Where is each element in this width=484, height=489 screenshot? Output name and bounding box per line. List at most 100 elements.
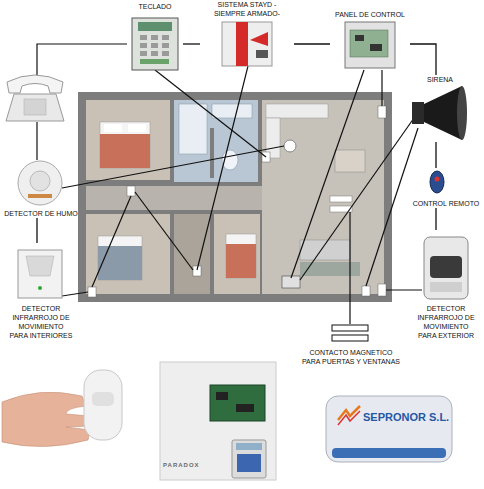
- keypad-screen: [138, 22, 172, 31]
- hall-floor: [86, 186, 262, 210]
- component-box: DETECTOR INFRARROJO DE MOVIMIENTO PARA I…: [2, 243, 80, 340]
- contact-part: [332, 325, 368, 331]
- leader-line: [300, 118, 414, 280]
- leader-line: [386, 289, 422, 290]
- keypad-screen: [236, 443, 262, 450]
- component-label: TECLADO: [138, 2, 171, 11]
- wire-connector: [294, 43, 330, 44]
- stayd-button: [256, 50, 268, 58]
- siren-box: [326, 396, 452, 462]
- stayd-band: [236, 22, 248, 66]
- washbasin: [212, 104, 252, 118]
- wire-connector: [410, 44, 436, 75]
- bed: [226, 234, 256, 278]
- chip: [355, 35, 364, 41]
- stayd-icon: [222, 22, 272, 66]
- detector-lens: [430, 256, 462, 278]
- detector-lens: [26, 256, 54, 276]
- component-label: DETECTOR DE HUMO: [4, 209, 77, 218]
- paradox-panel-photo: [160, 362, 276, 480]
- bed-blanket: [98, 246, 142, 280]
- bed-blanket: [226, 244, 256, 278]
- hand-photo: [2, 370, 122, 447]
- component-label: DETECTOR INFRARROJO DE MOVIMIENTO PARA I…: [9, 304, 74, 340]
- component-box: CONTACTO MAGNETICO PARA PUERTAS Y VENTAN…: [296, 320, 406, 366]
- magnetic-contact-icon: [332, 325, 368, 341]
- phone-handset: [7, 75, 63, 93]
- leader-line: [92, 196, 131, 287]
- sensor: [127, 186, 135, 196]
- wire-connector: [36, 218, 37, 243]
- component-box: DETECTOR DE HUMO: [0, 158, 82, 218]
- smoke-center: [30, 171, 50, 191]
- hand: [2, 392, 90, 446]
- chip: [236, 404, 254, 412]
- wire-connector: [183, 43, 200, 44]
- keypad-key: [151, 51, 158, 56]
- living-floor: [262, 100, 384, 294]
- interior-detector-icon: [18, 250, 62, 298]
- leader-line: [366, 128, 418, 286]
- bathtub: [179, 104, 207, 154]
- sensor: [378, 106, 386, 118]
- leader-line: [291, 70, 364, 278]
- keypad: [232, 440, 266, 478]
- circuit-board: [210, 385, 265, 421]
- detector-led: [38, 286, 42, 290]
- smoke-stripe: [28, 194, 52, 198]
- remote-icon: [430, 171, 444, 193]
- keypad-key: [151, 43, 158, 48]
- siren-band: [332, 448, 446, 458]
- phone-base: [6, 94, 64, 121]
- siren-horn: [424, 86, 462, 140]
- sensor: [362, 286, 370, 296]
- logo-mark: [338, 411, 360, 425]
- bedroom-floor: [86, 214, 170, 294]
- sensor: [193, 266, 201, 276]
- table: [335, 150, 365, 172]
- component-box: PANEL DE CONTROL: [330, 10, 410, 70]
- keypad-icon: [132, 18, 178, 70]
- wire-connector: [435, 142, 436, 168]
- circuit-board: [350, 30, 388, 57]
- remote-button: [435, 177, 440, 182]
- bed: [100, 122, 150, 168]
- logo-mark: [338, 406, 360, 420]
- smoke-sensor: [284, 140, 296, 152]
- brand-label: SEPRONOR S.L.: [363, 411, 449, 423]
- pillow: [128, 124, 146, 132]
- siren-mouth: [457, 86, 467, 140]
- component-label: SISTEMA STAYD -SIEMPRE ARMADO-: [207, 0, 287, 18]
- brand-label: PARADOX: [163, 462, 200, 468]
- sepronor-siren-photo: [326, 396, 452, 462]
- component-label: DETECTOR INFRARROJO DE MOVIMIENTO PARA E…: [414, 304, 479, 340]
- stayd-body: [222, 22, 272, 66]
- door-contact: [330, 196, 352, 202]
- chip: [370, 44, 382, 51]
- inner-wall: [210, 128, 214, 178]
- keypad-key: [140, 59, 169, 64]
- chip: [216, 392, 228, 400]
- keypad-key: [140, 35, 147, 40]
- panel-box: [160, 362, 276, 480]
- wire-connector: [435, 208, 436, 230]
- pir-device: [84, 370, 122, 440]
- component-label: CONTACTO MAGNETICO PARA PUERTAS Y VENTAN…: [300, 348, 402, 366]
- panel-body: [345, 22, 395, 68]
- bedroom-floor: [86, 100, 170, 180]
- exterior-detector-icon: [424, 237, 468, 299]
- leader-line: [135, 192, 193, 270]
- keypad-key: [140, 43, 147, 48]
- leader-line: [197, 66, 248, 270]
- leader-line: [62, 146, 284, 188]
- leader-line: [349, 212, 350, 324]
- component-box: SISTEMA STAYD -SIEMPRE ARMADO-: [200, 0, 294, 68]
- pir-lens: [92, 392, 114, 406]
- keypad-key: [162, 43, 169, 48]
- keypad-key: [162, 51, 169, 56]
- sofa: [300, 240, 350, 260]
- phone-wire: [37, 44, 127, 76]
- phone-wire: [36, 122, 37, 160]
- smoke-detector-icon: [18, 161, 62, 205]
